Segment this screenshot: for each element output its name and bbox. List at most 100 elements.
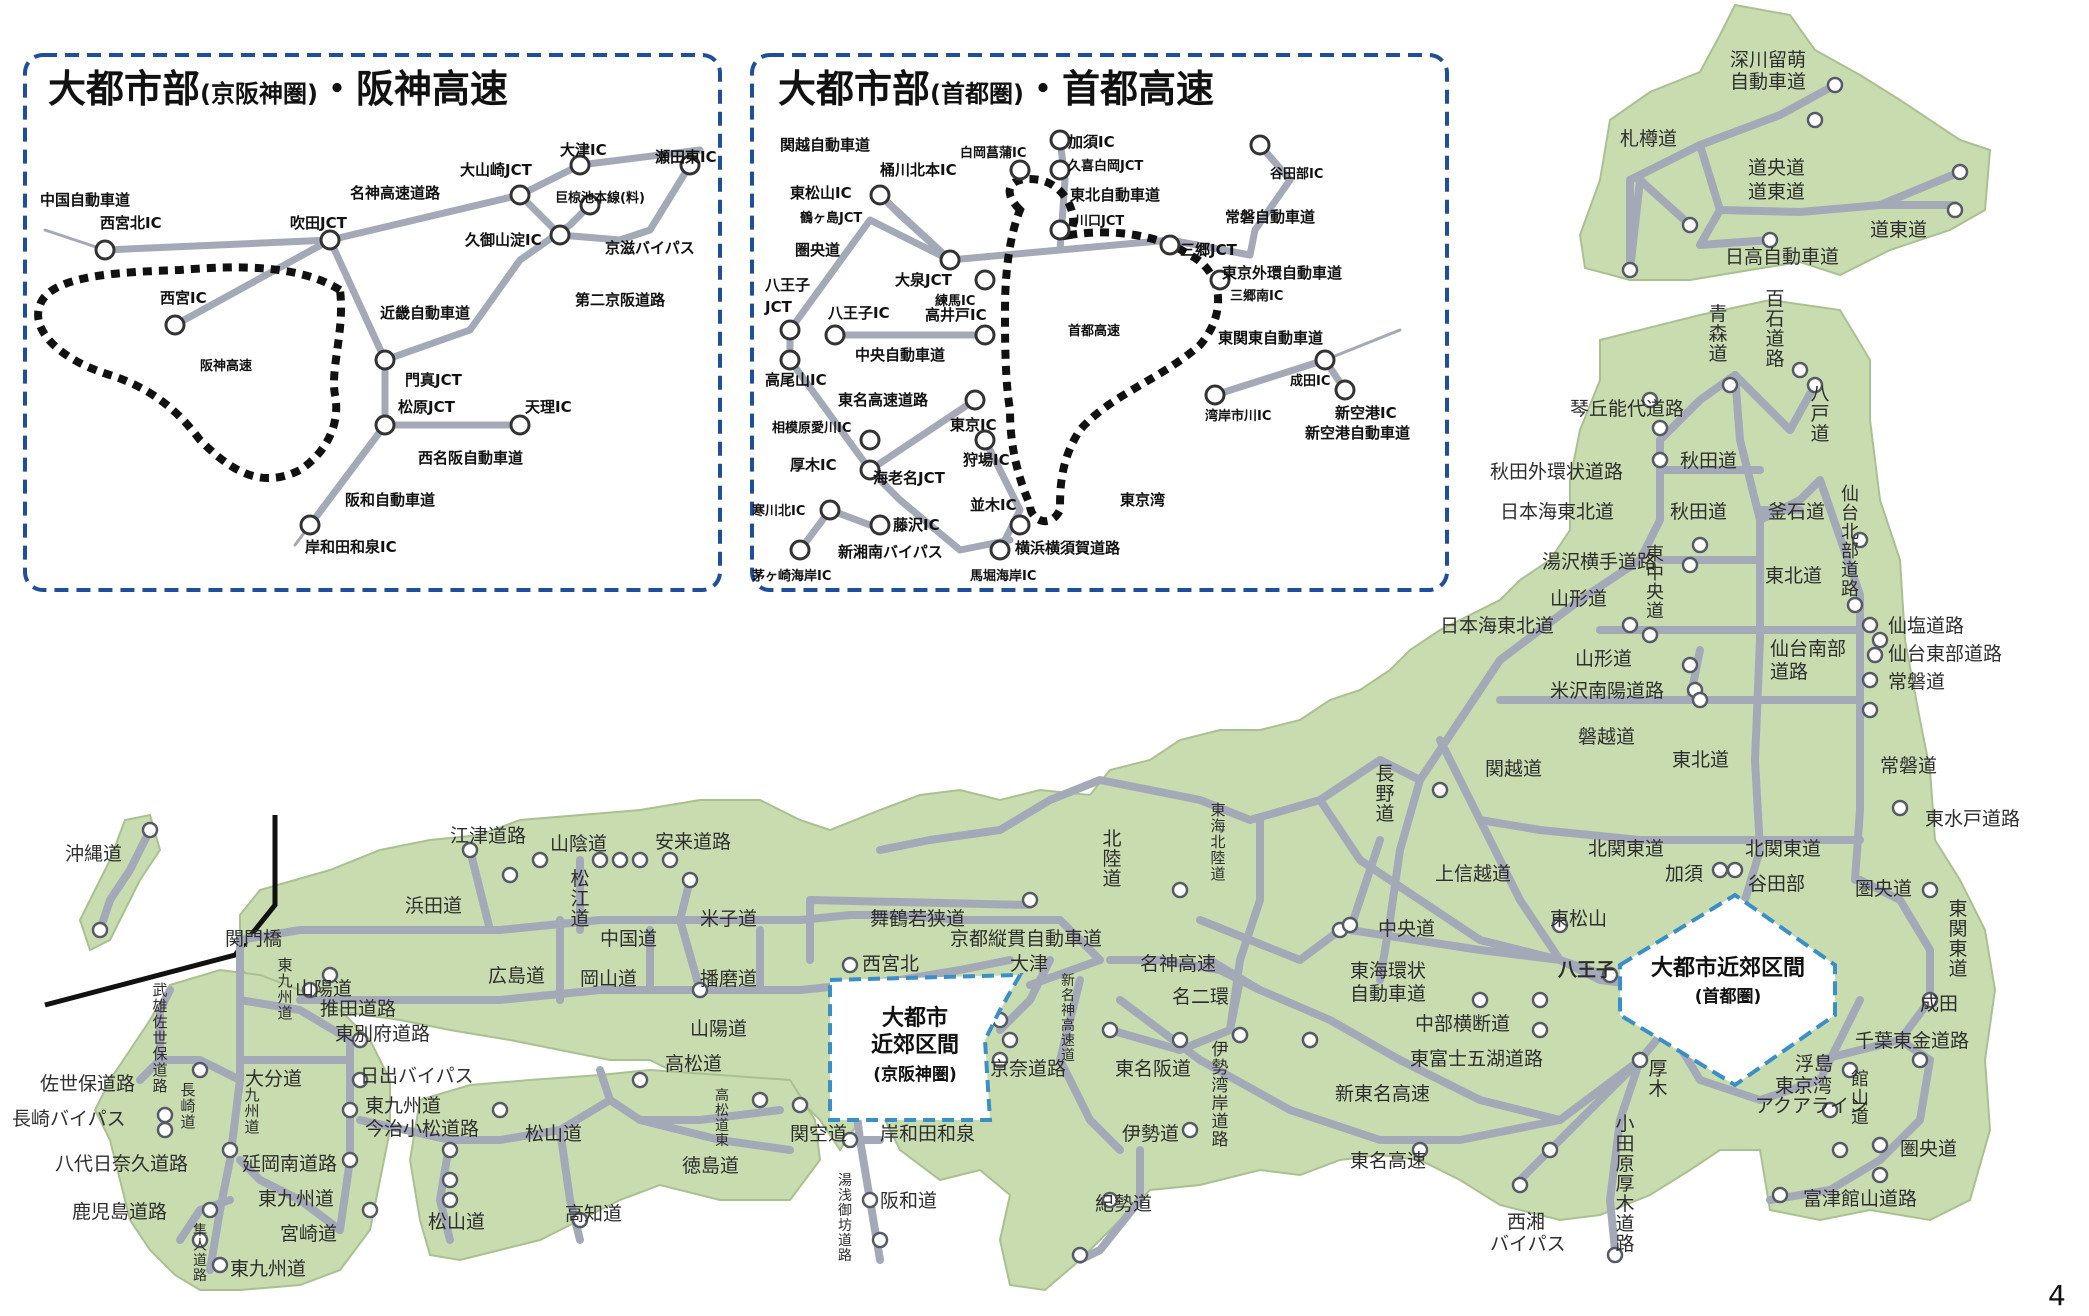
ic-node <box>491 1101 509 1119</box>
road-kisei <box>1076 1146 1144 1264</box>
ic-node <box>1641 391 1659 409</box>
inset-kansai-title: 大都市部(京阪神圏)・阪神高速 <box>48 67 508 111</box>
label-harima: 播磨道 <box>700 968 757 990</box>
label-yatsushiro: 八代日奈久道路 <box>55 1153 188 1175</box>
road-joban <box>1756 476 1864 884</box>
ic-node <box>1681 556 1699 574</box>
ic-node <box>1851 531 1869 549</box>
inset-kanto-node <box>824 324 846 346</box>
label-ise: 伊勢道 <box>1122 1123 1179 1145</box>
ic-node <box>156 1106 174 1124</box>
ic-node <box>1341 916 1359 934</box>
label-tohoku: 東北道 <box>1765 565 1822 587</box>
ic-node <box>1651 419 1669 437</box>
ic-node <box>1511 1176 1529 1194</box>
label-tokaikanjo-1: 東海環状 <box>1350 960 1426 982</box>
ic-node <box>156 1121 174 1139</box>
ic-node <box>1911 1051 1929 1069</box>
ic-node <box>861 1191 879 1209</box>
inset-kansai-label-setaminami: 瀬田東IC <box>655 148 717 166</box>
ic-node <box>91 921 109 939</box>
ic-node <box>1806 376 1824 394</box>
label-gotsu: 江津道路 <box>450 825 526 847</box>
road-okinawa <box>96 826 154 934</box>
label-joshinetsu: 上信越道 <box>1435 863 1511 885</box>
inset-kanto-label-nerima: 練馬IC <box>935 293 975 309</box>
inset-kanto-label-takao: 高尾山IC <box>765 371 827 389</box>
vertical-label-kochi_toubu: 高松道東 <box>715 1087 729 1149</box>
inset-kansai-label-keiji: 京滋バイパス <box>605 239 695 257</box>
inset-kanto-road-higashikanto-ext <box>1323 328 1402 362</box>
ic-node <box>321 966 339 984</box>
inset-kansai-frame <box>23 53 722 592</box>
vertical-label-aomori: 青森道 <box>1708 303 1727 365</box>
label-nihonkai: 日本海東北道 <box>1500 501 1614 523</box>
label-nishinomiyakita: 西宮北 <box>862 953 919 975</box>
label-kotooka: 琴丘能代道路 <box>1570 398 1684 420</box>
ic-node <box>1951 163 1969 181</box>
road-yonago <box>676 876 704 994</box>
label-sapporo: 札樽道 <box>1620 128 1677 150</box>
ic-node <box>611 851 629 869</box>
ic-node <box>1691 536 1709 554</box>
inset-kansai-label-otsu: 大津IC <box>560 141 607 159</box>
ic-node <box>1791 361 1809 379</box>
vertical-label-matsue: 松江道 <box>570 868 589 930</box>
vertical-label-layer: 青森道百石道路八戸道仙台北部道路東中央道長野道北陸道東海北陸道東関東道厚木小田原… <box>152 288 1967 1284</box>
ic-node <box>841 1131 859 1149</box>
vertical-label-nagasaki: 長崎道 <box>180 1081 195 1131</box>
inset-kansai-label-chugoku: 中国自動車道 <box>40 191 130 209</box>
ic-node <box>351 1071 369 1089</box>
label-sendainanbu-1: 仙台南部 <box>1770 638 1846 660</box>
label-oita: 大分道 <box>245 1068 302 1090</box>
road-kitakanto <box>1436 736 1864 844</box>
label-aqualine-1: 東京湾 <box>1775 1075 1832 1097</box>
label-tomei: 東名高速 <box>1350 1150 1426 1172</box>
ic-node <box>871 1231 889 1249</box>
road-takeo <box>156 986 174 1064</box>
inset-kanto-frame <box>750 53 1449 592</box>
inset-kansai-title-main: 大都市部 <box>48 67 200 111</box>
inset-kanto-node <box>1049 129 1071 151</box>
inset-kanto-node <box>859 459 881 481</box>
ic-node <box>1681 216 1699 234</box>
road-tateyama <box>1766 1036 1934 1204</box>
label-kagoshima: 鹿児島道路 <box>72 1201 167 1223</box>
ic-node <box>1946 201 1964 219</box>
inset-kansai-node <box>374 349 396 371</box>
inset-kansai-label-kishiwada: 岸和田和泉IC <box>305 538 397 556</box>
label-kanmon: 関門橋 <box>225 928 282 950</box>
inset-kanto-label-misatominami: 三郷南IC <box>1230 288 1283 304</box>
label-banetsu: 磐越道 <box>1578 726 1635 748</box>
ic-node <box>1871 631 1889 649</box>
ic-node <box>1831 1141 1849 1159</box>
inset-kanto-label-sagamihara: 相模原愛川IC <box>772 420 851 436</box>
label-higashikyushu2: 東九州道 <box>365 1095 441 1117</box>
ic-node <box>791 1096 809 1114</box>
inset-kanto-label-shinkukodo: 新空港自動車道 <box>1305 424 1410 442</box>
ic-node <box>1641 626 1659 644</box>
inset-kanto-title-main: 大都市部 <box>778 67 930 111</box>
ic-node <box>1841 1061 1859 1079</box>
label-chibatogane: 千葉東金道路 <box>1855 1030 1969 1052</box>
inset-kanto-road-joban <box>1246 141 1294 259</box>
inset-kanto-node <box>869 184 891 206</box>
label-hamada2: 推田道路 <box>320 998 396 1020</box>
ic-node <box>441 1141 459 1159</box>
ic-node <box>1101 1021 1119 1039</box>
label-miyazaki: 宮崎道 <box>280 1223 337 1245</box>
road-higashikyushu <box>236 996 354 1234</box>
label-narita: 成田 <box>1920 993 1958 1015</box>
inset-kanto-label-tokyowan: 東京湾 <box>1120 491 1165 509</box>
inset-kanto-label-shinshonan: 新湘南バイパス <box>838 543 943 561</box>
ic-node <box>631 851 649 869</box>
node-layer <box>91 76 1969 1274</box>
inset-kanto-node <box>964 389 986 411</box>
inset-kansai-label-hanwa: 阪和自動車道 <box>345 491 435 509</box>
inset-kansai-title-tail: ・阪神高速 <box>318 67 508 111</box>
inset-kanto-label-takaido: 高井戸IC <box>925 306 987 324</box>
label-imabari: 今治小松道路 <box>365 1118 479 1140</box>
road-hokuriku <box>876 756 1424 854</box>
ic-node <box>591 851 609 869</box>
